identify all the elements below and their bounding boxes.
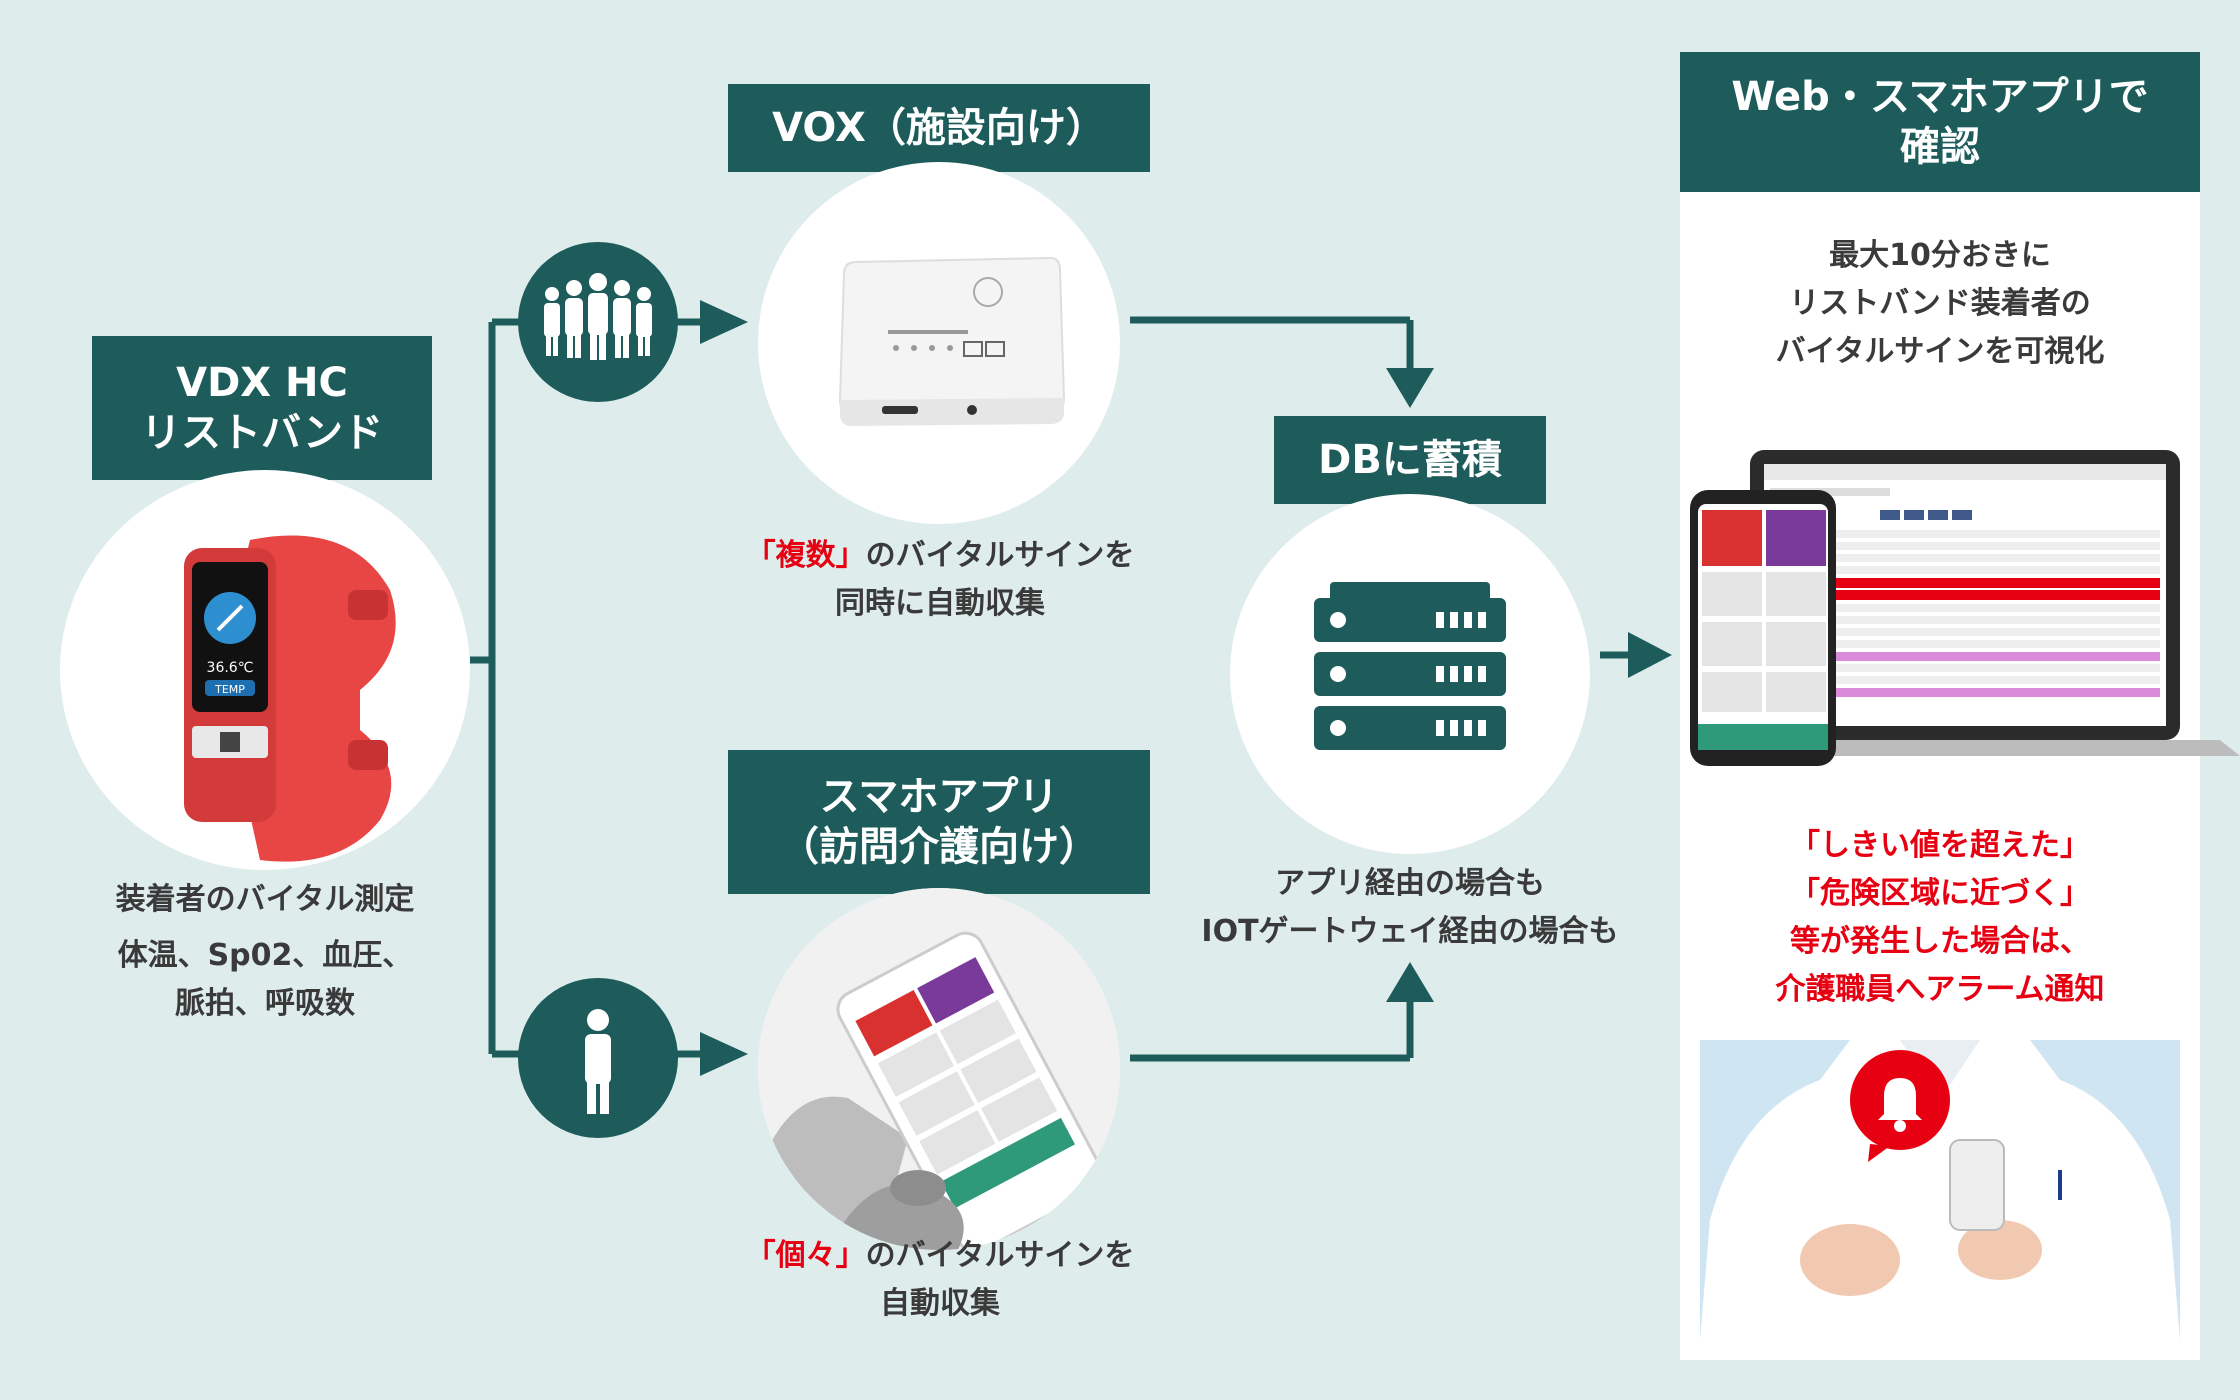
server-icon bbox=[1314, 582, 1506, 750]
arrow-vox-to-db bbox=[1386, 368, 1434, 408]
bell-icon bbox=[1850, 1050, 1950, 1162]
app-circle bbox=[758, 888, 1120, 1250]
vox-caption: 「複数」のバイタルサインを 同時に自動収集 bbox=[700, 532, 1180, 628]
wristband-caption: 装着者のバイタル測定 体温、Sp02、血圧、 脈拍、呼吸数 bbox=[60, 876, 470, 1028]
laptop-and-phone-image bbox=[1690, 450, 2240, 766]
db-circle bbox=[1230, 494, 1590, 854]
arrow-to-vox bbox=[700, 300, 748, 344]
vox-title: VOX（施設向け） bbox=[728, 84, 1150, 172]
wristband-title-line1: VDX HC bbox=[176, 360, 348, 406]
arrow-db-to-web bbox=[1628, 632, 1672, 678]
vox-device-image bbox=[838, 256, 1066, 426]
web-description: 最大10分おきに リストバンド装着者の バイタルサインを可視化 bbox=[1680, 232, 2200, 376]
group-people-icon bbox=[518, 242, 678, 402]
web-alert-text: 「しきい値を超えた」 「危険区域に近づく」 等が発生した場合は、 介護職員へアラ… bbox=[1680, 822, 2200, 1014]
db-caption: アプリ経由の場合も IOTゲートウェイ経由の場合も bbox=[1160, 860, 1660, 956]
web-desc-line1: 最大10分おきに bbox=[1829, 238, 2051, 273]
nurse-photo bbox=[1700, 1040, 2180, 1340]
arrow-to-app bbox=[700, 1032, 748, 1076]
app-caption: 「個々」のバイタルサインを 自動収集 bbox=[700, 1232, 1180, 1328]
web-title-line2: 確認 bbox=[1899, 124, 1980, 170]
web-alert-line2: 「危険区域に近づく」 bbox=[1790, 876, 2090, 911]
vox-caption-line2: 同時に自動収集 bbox=[835, 586, 1045, 621]
vox-circle bbox=[758, 162, 1120, 524]
web-desc-line2: リストバンド装着者の bbox=[1789, 286, 2091, 321]
db-title: DBに蓄積 bbox=[1274, 416, 1546, 504]
app-title-line2: （訪問介護向け） bbox=[779, 824, 1099, 870]
wristband-screen-temp: 36.6℃ bbox=[207, 660, 254, 676]
app-caption-highlight: 「個々」 bbox=[745, 1238, 866, 1273]
app-title: スマホアプリ （訪問介護向け） bbox=[728, 750, 1150, 894]
web-desc-line3: バイタルサインを可視化 bbox=[1775, 334, 2105, 369]
wristband-image: 36.6℃ TEMP bbox=[184, 535, 396, 862]
db-caption-line2: IOTゲートウェイ経由の場合も bbox=[1201, 914, 1619, 949]
web-title: Web・スマホアプリで 確認 bbox=[1680, 52, 2200, 192]
wristband-screen-btn: TEMP bbox=[214, 683, 245, 696]
vox-caption-highlight: 「複数」 bbox=[745, 538, 866, 573]
app-title-line1: スマホアプリ bbox=[819, 774, 1059, 820]
app-caption-line2: 自動収集 bbox=[880, 1286, 1000, 1321]
vox-caption-rest: のバイタルサインを bbox=[865, 538, 1135, 573]
web-alert-line3: 等が発生した場合は、 bbox=[1790, 924, 2090, 959]
arrow-app-to-db bbox=[1386, 962, 1434, 1002]
web-alert-line4: 介護職員へアラーム通知 bbox=[1775, 972, 2105, 1007]
wristband-caption-line2: 体温、Sp02、血圧、 bbox=[117, 938, 413, 973]
hand-phone-image bbox=[758, 888, 1120, 1250]
app-caption-rest: のバイタルサインを bbox=[865, 1238, 1135, 1273]
wristband-circle: 36.6℃ TEMP bbox=[60, 470, 470, 870]
wristband-caption-line1: 装着者のバイタル測定 bbox=[115, 882, 415, 917]
db-caption-line1: アプリ経由の場合も bbox=[1275, 866, 1545, 901]
single-person-icon bbox=[518, 978, 678, 1138]
wristband-title: VDX HC リストバンド bbox=[92, 336, 432, 480]
wristband-title-line2: リストバンド bbox=[141, 410, 383, 456]
wristband-caption-line3: 脈拍、呼吸数 bbox=[175, 986, 355, 1021]
web-title-line1: Web・スマホアプリで bbox=[1731, 74, 2149, 120]
web-alert-line1: 「しきい値を超えた」 bbox=[1790, 828, 2090, 863]
